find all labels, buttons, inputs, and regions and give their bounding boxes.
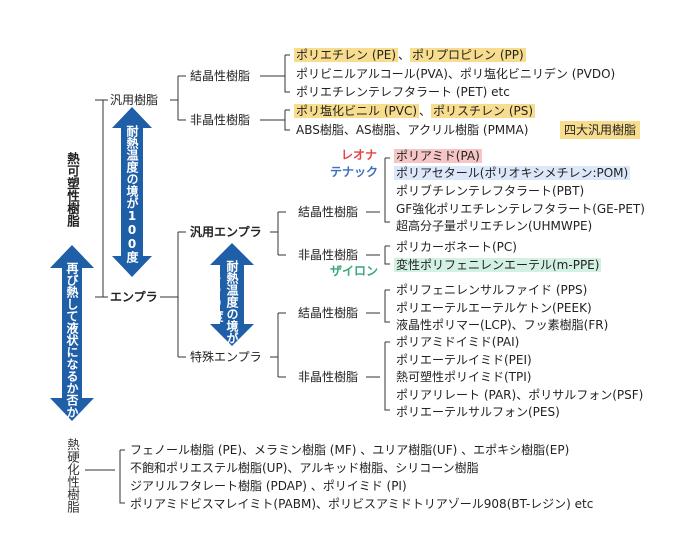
- thermoset-item-2: ジアリルフタレート樹脂 (PDAP) 、ポリイミド (PI): [130, 479, 407, 493]
- four-big-label: 四大汎用樹脂: [560, 121, 641, 139]
- item-pp: ポリプロピレン (PP): [410, 48, 526, 62]
- item-mppe: 変性ポリフェニレンエーテル(m-PPE): [394, 258, 602, 272]
- heat-arrow-100-label: 耐熱温度の境が100度: [125, 125, 139, 263]
- gen-eng-cryst-item-0: ポリアミド(PA): [394, 148, 482, 164]
- item-sep: 、: [419, 104, 432, 118]
- item-pe: ポリエチレン (PE): [294, 48, 398, 62]
- item-pvc: ポリ塩化ビニル (PVC): [294, 104, 420, 118]
- spec-eng-cryst-item-2: 液晶性ポリマー(LCP)、フッ素樹脂(FR): [396, 318, 609, 332]
- general-resin-label: 汎用樹脂: [110, 93, 159, 107]
- general-amorph-line1: ポリ塩化ビニル (PVC)、ポリスチレン (PS): [294, 103, 536, 119]
- brand-leona: レオナ: [341, 148, 378, 162]
- gen-eng-amorph-item-1: 変性ポリフェニレンエーテル(m-PPE): [394, 257, 602, 273]
- thermoset-item-0: フェノール樹脂 (PE)、メラミン樹脂 (MF) 、ユリア樹脂(UF) 、エポキ…: [130, 443, 570, 457]
- item-sep: 、: [398, 48, 411, 62]
- heat-arrow-100: [112, 107, 152, 277]
- thermoset-label: 熱硬化性樹脂: [65, 438, 80, 513]
- gen-eng-cryst-item-2: ポリブチレンテレフタラート(PBT): [396, 184, 585, 198]
- general-eng-label: 汎用エンプラ: [190, 225, 262, 239]
- spec-eng-cryst-item-0: ポリフェニレンサルファイド (PPS): [396, 283, 588, 297]
- general-cryst-line2: ポリビニルアルコール(PVA)、ポリ塩化ビニリデン (PVDO): [296, 67, 616, 81]
- gen-eng-cryst-item-4: 超高分子量ポリエチレン(UHMWPE): [396, 219, 593, 233]
- heat-arrow-150: [210, 243, 254, 346]
- four-big-badge: 四大汎用樹脂: [560, 121, 641, 139]
- spec-eng-amorph-item-1: ポリエーテルイミド(PEI): [396, 353, 532, 367]
- general-crystalline-label: 結晶性樹脂: [190, 69, 251, 83]
- gen-eng-amorph-item-0: ポリカーボネート(PC): [396, 240, 517, 254]
- item-ps: ポリスチレン (PS): [431, 104, 536, 118]
- gen-eng-crystalline-label: 結晶性樹脂: [298, 205, 359, 219]
- heat-arrow-150-label-a: 耐熱温度の境が: [225, 260, 239, 344]
- heat-arrow-150-label-b: 150度: [210, 268, 224, 322]
- spec-eng-amorph-item-0: ポリアミドイミド(PAI): [396, 335, 520, 349]
- general-cryst-line1: ポリエチレン (PE)、ポリプロピレン (PP): [294, 47, 526, 63]
- spec-eng-cryst-item-1: ポリエーテルエーテルケトン(PEEK): [396, 301, 592, 315]
- engineering-label: エンプラ: [110, 290, 158, 304]
- spec-eng-amorph-item-3: ポリアリレート (PAR)、ポリサルフォン(PSF): [396, 388, 644, 402]
- gen-eng-cryst-item-1: ポリアセタール(ポリオキシメチレン:POM): [394, 165, 631, 181]
- thermoset-item-3: ポリアミドビスマレイミト(PABM)、ポリビスアミドトリアゾール908(BT-レ…: [130, 497, 594, 511]
- spec-eng-amorphous-label: 非晶性樹脂: [298, 370, 359, 384]
- item-pa: ポリアミド(PA): [394, 149, 482, 163]
- spec-eng-crystalline-label: 結晶性樹脂: [298, 306, 359, 320]
- brand-tenac: テナック: [330, 165, 379, 179]
- general-cryst-line3: ポリエチレンテレフタラート (PET) etc: [296, 85, 510, 99]
- thermoplastic-label: 熱可塑性樹脂: [65, 152, 80, 227]
- remelt-arrow-label: 再び熱して液状になるか否か: [65, 262, 79, 418]
- remelt-arrow: [50, 245, 94, 421]
- general-amorphous-label: 非晶性樹脂: [190, 113, 251, 127]
- brand-xyron: ザイロン: [330, 264, 379, 278]
- general-amorph-line2: ABS樹脂、AS樹脂、アクリル樹脂 (PMMA): [296, 123, 529, 137]
- spec-eng-amorph-item-4: ポリエーテルサルフォン(PES): [396, 405, 560, 419]
- item-pom: ポリアセタール(ポリオキシメチレン:POM): [394, 166, 631, 180]
- spec-eng-amorph-item-2: 熱可塑性ポリイミド(TPI): [396, 370, 532, 384]
- gen-eng-cryst-item-3: GF強化ポリエチレンテレフタラート(GE-PET): [396, 202, 645, 216]
- gen-eng-amorphous-label: 非晶性樹脂: [298, 248, 359, 262]
- special-eng-label: 特殊エンプラ: [190, 350, 262, 364]
- thermoset-item-1: 不飽和ポリエステル樹脂(UP)、アルキッド樹脂、シリコーン樹脂: [130, 461, 479, 475]
